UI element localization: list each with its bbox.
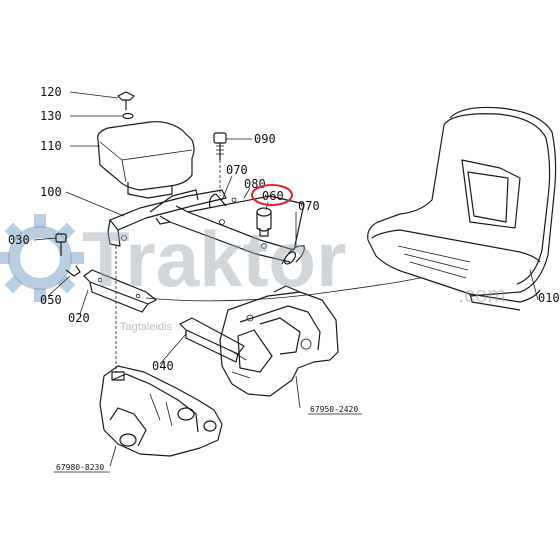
- alignment-lines: [115, 160, 221, 372]
- label-120: 120: [40, 85, 62, 99]
- label-060: 060: [262, 189, 284, 203]
- label-110: 110: [40, 139, 62, 153]
- slide-rail-part: [179, 317, 245, 363]
- seat-part: [367, 106, 557, 311]
- label-020: 020: [68, 311, 90, 325]
- wing-knob-part: [117, 91, 135, 120]
- label-130: 130: [40, 109, 62, 123]
- watermark-subtext: Tagtaleidis: [120, 321, 172, 333]
- ref-67950-2420: 67950-2420: [310, 405, 358, 414]
- label-070a: 070: [226, 163, 248, 177]
- armrest-cushion-part: [97, 121, 195, 199]
- gear-icon: [0, 214, 84, 302]
- cable-line: [145, 277, 421, 302]
- label-030: 030: [8, 233, 30, 247]
- label-100: 100: [40, 185, 62, 199]
- ref-67980-8230: 67980-8230: [56, 463, 104, 472]
- leader-lines: [33, 91, 539, 467]
- label-010: 010: [538, 291, 560, 305]
- label-040: 040: [152, 359, 174, 373]
- lower-rail-part: [83, 269, 157, 313]
- bolt-part: [213, 132, 227, 160]
- label-090: 090: [254, 132, 276, 146]
- highlight-ring: [251, 184, 293, 206]
- seat-bracket-part: [107, 189, 305, 263]
- watermark-brand: Traktor: [82, 215, 346, 303]
- label-070b: 070: [298, 199, 320, 213]
- clip-part: [65, 265, 81, 277]
- bushing-part: [256, 207, 272, 237]
- pin-part: [209, 193, 305, 265]
- watermark-suffix: .com: [458, 282, 506, 307]
- label-050: 050: [40, 293, 62, 307]
- transmission-case-part: [99, 365, 223, 457]
- lift-cover-part: [219, 285, 339, 397]
